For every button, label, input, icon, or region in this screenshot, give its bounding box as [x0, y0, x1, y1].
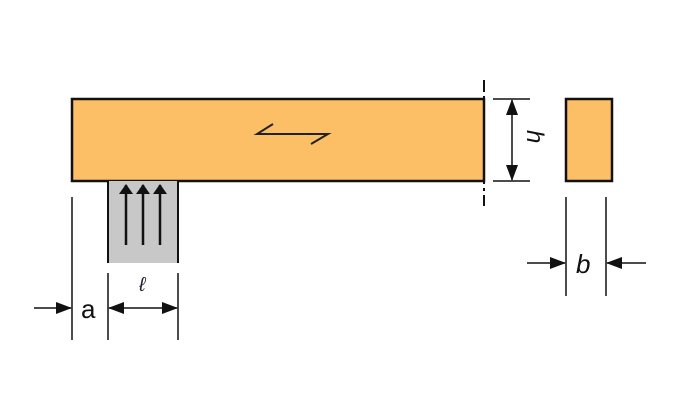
label-a: a: [81, 294, 96, 324]
dimension-b: [527, 197, 646, 296]
dimension-a-l: [34, 197, 179, 340]
reaction-arrows-icon: [119, 184, 167, 245]
dimension-h: [493, 98, 530, 182]
shear-symbol-icon: [253, 123, 332, 145]
label-l: ℓ: [138, 274, 147, 296]
label-b: b: [576, 249, 590, 279]
label-h: h: [521, 130, 548, 143]
beam: [70, 97, 486, 183]
cross-section: [564, 97, 614, 183]
